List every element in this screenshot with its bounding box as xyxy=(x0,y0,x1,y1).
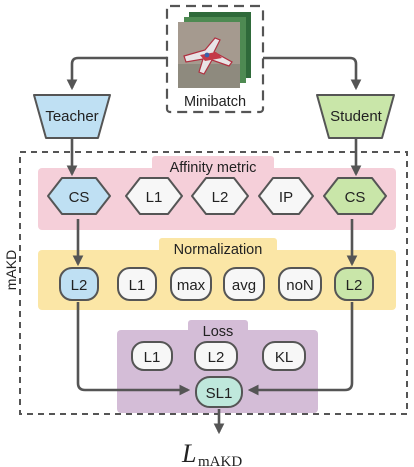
loss-sl1-node: SL1 xyxy=(195,376,243,408)
airplane-image xyxy=(183,37,233,75)
normalization-title: Normalization xyxy=(174,242,263,258)
norm-option-l1: L1 xyxy=(117,267,157,301)
norm-option-avg: avg xyxy=(223,267,265,301)
loss-option-l2-label: L2 xyxy=(208,349,225,366)
minibatch-image-stack xyxy=(178,12,251,88)
arrow-teacher-l2-sl1 xyxy=(76,302,191,396)
norm-option-max: max xyxy=(170,267,212,301)
affinity-option-l1: L1 xyxy=(125,177,183,215)
loss-option-l2: L2 xyxy=(194,341,238,371)
norm-l2-teacher: L2 xyxy=(59,267,99,301)
loss-option-l1-label: L1 xyxy=(144,349,161,366)
output-symbol: L xyxy=(181,439,196,467)
makd-frame xyxy=(19,151,408,415)
loss-option-l1: L1 xyxy=(131,341,173,371)
norm-option-non: noN xyxy=(278,267,322,301)
arrow-student-l2-sl1 xyxy=(247,302,354,396)
student-label: Student xyxy=(330,108,383,125)
arrow-minibatch-teacher xyxy=(66,56,167,91)
arrow-minibatch-student xyxy=(263,56,362,91)
teacher-label: Teacher xyxy=(45,108,98,125)
affinity-option-l2-label: L2 xyxy=(212,189,229,206)
norm-option-avg-label: avg xyxy=(232,277,256,294)
loss-option-kl: KL xyxy=(262,341,306,371)
loss-title-bg xyxy=(188,320,248,340)
norm-option-max-label: max xyxy=(177,277,206,294)
norm-option-non-label: noN xyxy=(286,277,314,294)
affinity-option-l2: L2 xyxy=(191,177,249,215)
teacher-block xyxy=(33,94,111,139)
loss-title: Loss xyxy=(203,324,234,340)
norm-option-l1-label: L1 xyxy=(129,277,146,294)
affinity-cs-teacher-label: CS xyxy=(69,189,90,206)
affinity-title: Affinity metric xyxy=(170,160,257,176)
output-subscript: mAKD xyxy=(198,454,242,467)
affinity-cs-student-label: CS xyxy=(345,189,366,206)
makd-label: mAKD xyxy=(3,250,19,290)
norm-l2-student: L2 xyxy=(334,267,374,301)
norm-l2-teacher-label: L2 xyxy=(71,277,88,294)
normalization-title-bg xyxy=(159,238,277,258)
affinity-option-ip: IP xyxy=(258,177,314,215)
student-block xyxy=(316,94,395,139)
loss-sl1-label: SL1 xyxy=(206,385,233,402)
output-loss-symbol: L mAKD xyxy=(181,439,242,467)
affinity-option-l1-label: L1 xyxy=(146,189,163,206)
loss-option-kl-label: KL xyxy=(275,349,293,366)
minibatch-label: Minibatch xyxy=(184,94,246,110)
affinity-title-bg xyxy=(152,156,274,176)
affinity-option-ip-label: IP xyxy=(279,189,293,206)
norm-l2-student-label: L2 xyxy=(346,277,363,294)
affinity-cs-teacher: CS xyxy=(47,177,111,215)
affinity-cs-student: CS xyxy=(323,177,387,215)
